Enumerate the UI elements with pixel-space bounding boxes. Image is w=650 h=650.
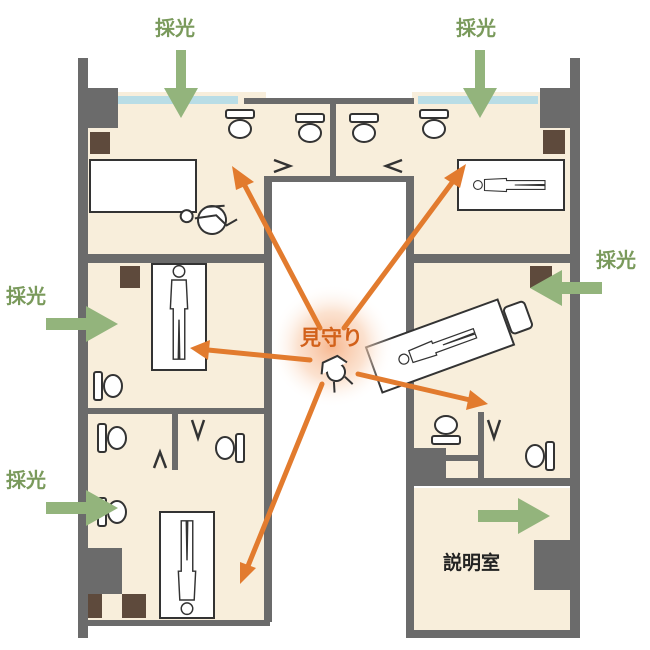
- light-arrow-right-middle: [530, 270, 602, 306]
- explanation-room-label: 説明室: [443, 552, 501, 574]
- light-arrow-left-middle: [46, 306, 118, 342]
- lighting-label-top-left: 採光: [155, 16, 195, 40]
- light-arrow-explanation: [478, 498, 550, 534]
- caregiver-icon: [320, 354, 354, 393]
- wheelchair-user-icon: [179, 204, 238, 235]
- counter: [89, 159, 197, 213]
- toilet-icon: [525, 441, 555, 471]
- lighting-label-left-middle: 採光: [6, 284, 46, 308]
- toilet-icon: [431, 415, 461, 445]
- walls: [78, 58, 580, 638]
- lighting-label-left-bottom: 採光: [6, 468, 46, 492]
- toilet-icon: [419, 109, 449, 139]
- toilet-icon: [215, 433, 245, 463]
- toilet-icon: [295, 113, 325, 143]
- light-arrow-top-right: [463, 50, 497, 118]
- toilet-icon: [225, 109, 255, 139]
- light-arrows: [46, 50, 602, 534]
- toilet-strip-top: [266, 104, 412, 176]
- light-arrow-left-bottom: [46, 490, 118, 526]
- lighting-label-right: 採光: [596, 248, 636, 272]
- lighting-label-top-right: 採光: [456, 16, 496, 40]
- bed-left-middle: [151, 263, 207, 371]
- bed-top-right: [457, 159, 565, 211]
- bed-left-bottom: [159, 511, 215, 619]
- watch-arrows: [190, 164, 488, 584]
- toilet-icon: [93, 371, 123, 401]
- light-arrow-top-left: [164, 50, 198, 118]
- watch-label: 見守り: [300, 326, 363, 350]
- toilet-icon: [349, 113, 379, 143]
- toilet-icon: [97, 423, 127, 453]
- door-swing-icons: [152, 158, 502, 469]
